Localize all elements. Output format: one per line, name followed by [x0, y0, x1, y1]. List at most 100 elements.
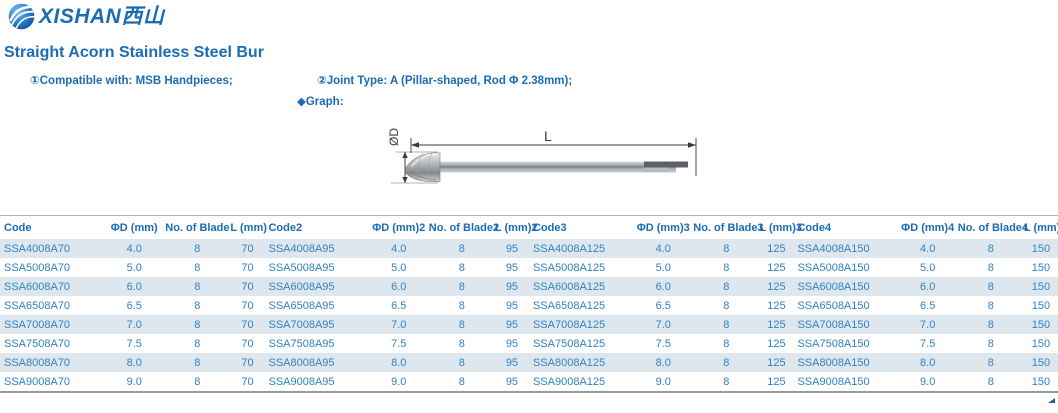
table-cell: 125	[767, 375, 786, 388]
table-cell: 125	[759, 239, 794, 258]
table-corner-marker	[1048, 398, 1055, 403]
table-cell: 9.0	[655, 375, 671, 388]
table-cell: 95	[494, 239, 529, 258]
table-cell: 8	[458, 261, 465, 274]
table-cell: 150	[1031, 261, 1051, 274]
code-cell: SSA6008A95	[264, 277, 369, 296]
table-cell: 70	[241, 375, 254, 388]
table-cell: 8	[164, 239, 231, 258]
table-cell: 7.0	[104, 315, 165, 334]
code-cell: SSA6008A70	[0, 277, 105, 296]
table-cell: 8	[164, 353, 231, 372]
table-cell: 8	[164, 315, 231, 334]
column-header: ΦD (mm)2	[372, 221, 426, 234]
table-cell: 150	[1023, 239, 1058, 258]
code-cell: SSA4008A150	[793, 239, 898, 258]
table-cell: 4.0	[104, 239, 165, 258]
code-cell: SSA6508A125	[532, 299, 606, 312]
table-cell: 6.5	[391, 299, 407, 312]
table-cell: 6.0	[633, 277, 694, 296]
table-cell: 125	[767, 299, 786, 312]
table-cell: 5.0	[391, 261, 407, 274]
code-cell: SSA4008A125	[528, 239, 634, 258]
table-cell: 8.0	[368, 353, 429, 372]
table-cell: 150	[1031, 375, 1051, 388]
bur-technical-drawing: ØD L	[378, 112, 722, 208]
code-cell: SSA7008A150	[793, 315, 898, 334]
page-title: Straight Acorn Stainless Steel Bur	[4, 44, 264, 61]
table-cell: 125	[767, 337, 786, 350]
column-header: Code2	[268, 221, 303, 234]
code-cell: SSA4008A95	[264, 239, 369, 258]
table-cell: 4.0	[368, 239, 429, 258]
column-header: L (mm)2	[494, 221, 538, 234]
code-cell: SSA8008A150	[793, 353, 898, 372]
brand-logo: XISHAN西山	[8, 3, 164, 30]
code-cell: SSA6508A70	[4, 299, 71, 312]
column-header: Code3	[532, 221, 567, 234]
column-header: L (mm)3	[759, 221, 802, 234]
table-cell: 8	[693, 277, 760, 296]
table-cell: 70	[241, 261, 254, 274]
code-cell: SSA5008A125	[532, 261, 606, 274]
table-cell: 8	[957, 353, 1024, 372]
table-cell: 8	[428, 315, 495, 334]
table-cell: 125	[759, 277, 794, 296]
code-cell: SSA9008A95	[268, 375, 335, 388]
code-cell: SSA6508A150	[797, 299, 870, 312]
code-cell: SSA7508A70	[4, 337, 71, 350]
table-cell: 9.0	[920, 375, 936, 388]
table-cell: 8.0	[104, 353, 165, 372]
table-cell: 5.0	[655, 261, 671, 274]
table-cell: 95	[505, 261, 519, 274]
table-cell: 95	[494, 277, 529, 296]
joint-type-note: ②Joint Type: A (Pillar-shaped, Rod Φ 2.3…	[317, 75, 573, 87]
table-cell: 8	[194, 375, 201, 388]
table-cell: 8.0	[897, 353, 958, 372]
table-cell: 8	[428, 239, 495, 258]
table-cell: 8	[194, 299, 201, 312]
table-cell: 125	[759, 315, 794, 334]
graph-label: ◆Graph:	[297, 96, 344, 108]
code-cell: SSA6008A150	[793, 277, 898, 296]
table-cell: 150	[1023, 315, 1058, 334]
diameter-dim-label: ØD	[387, 128, 401, 146]
table-cell: 4.0	[633, 239, 694, 258]
code-cell: SSA9008A70	[4, 375, 71, 388]
column-header: No. of Blade4	[957, 221, 1029, 234]
table-cell: 70	[230, 277, 265, 296]
table-cell: 8	[693, 239, 760, 258]
code-cell: SSA5008A70	[4, 261, 71, 274]
table-cell: 8	[723, 337, 730, 350]
table-cell: 8	[957, 277, 1024, 296]
table-cell: 95	[494, 315, 529, 334]
table-cell: 6.0	[368, 277, 429, 296]
column-header: Code4	[797, 221, 832, 234]
column-header: ΦD (mm)3	[636, 221, 690, 234]
compatible-note: ①Compatible with: MSB Handpieces;	[30, 75, 233, 87]
table-cell: 70	[241, 299, 254, 312]
table-cell: 9.0	[391, 375, 407, 388]
table-cell: 8	[723, 299, 730, 312]
code-cell: SSA7008A95	[264, 315, 369, 334]
globe-swoosh-icon	[8, 3, 35, 30]
table-cell: 8	[458, 299, 465, 312]
column-header: L (mm)4	[1023, 221, 1058, 234]
table-cell: 7.0	[897, 315, 958, 334]
table-cell: 8	[987, 299, 994, 312]
length-dim-label: L	[544, 128, 552, 144]
column-header: No. of Blade	[165, 221, 230, 234]
code-cell: SSA7008A70	[0, 315, 105, 334]
table-cell: 95	[505, 299, 519, 312]
code-cell: SSA9008A150	[797, 375, 870, 388]
code-cell: SSA6008A125	[528, 277, 634, 296]
table-cell: 8	[693, 353, 760, 372]
code-cell: SSA8008A95	[264, 353, 369, 372]
